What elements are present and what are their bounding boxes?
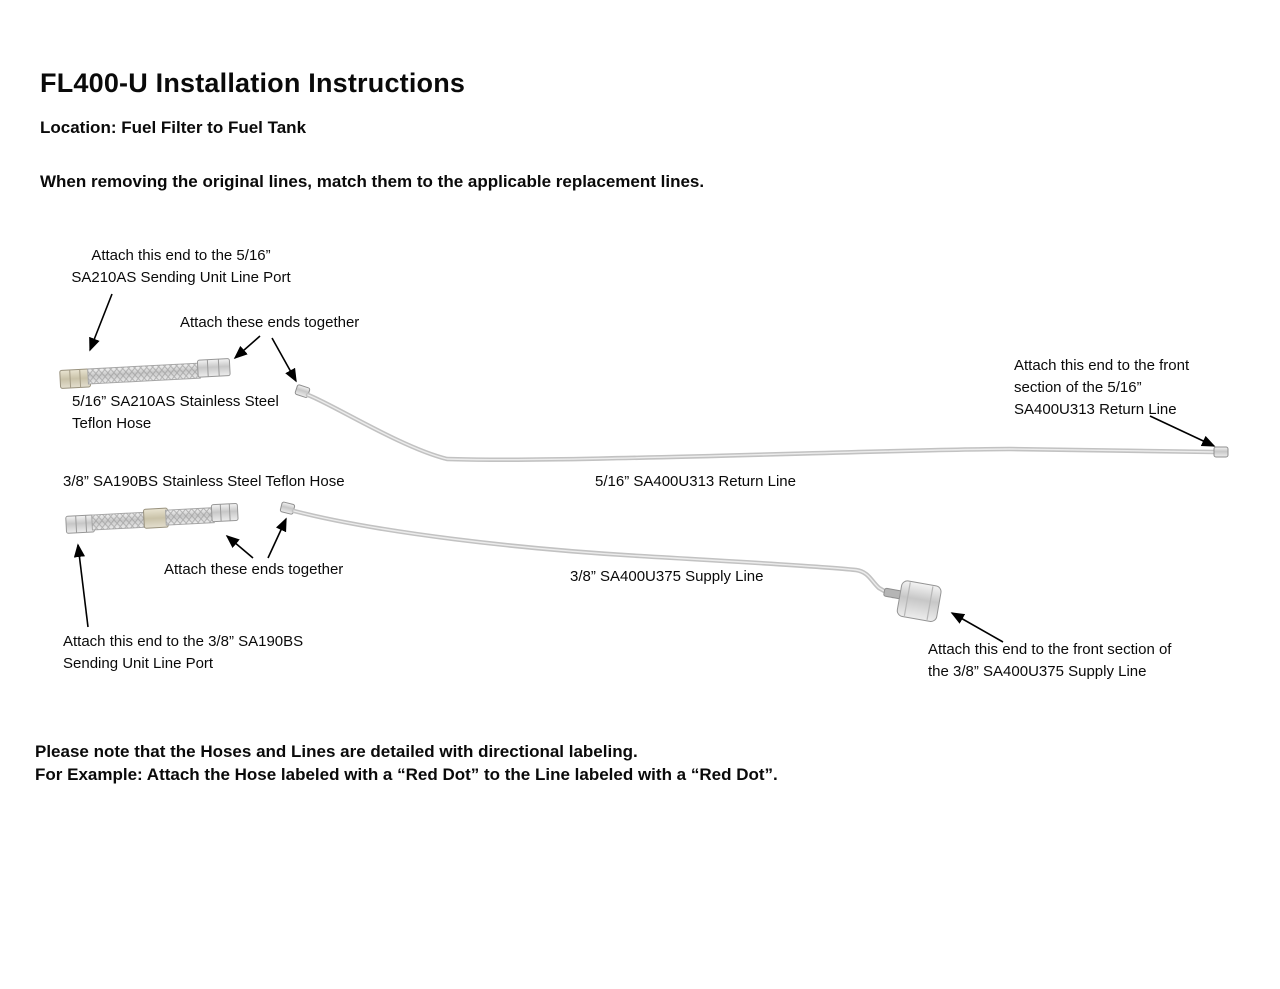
fuel-filter-canister — [896, 580, 942, 622]
return-line-516 — [294, 384, 1229, 462]
annotation-attach-ends-together-bottom: Attach these ends together — [164, 561, 344, 578]
arrow-to-supply-line-start — [267, 517, 287, 559]
hose-38-center-coupling — [143, 507, 169, 529]
location-line: Location: Fuel Filter to Fuel Tank — [40, 118, 307, 137]
page-title: FL400-U Installation Instructions — [40, 68, 466, 98]
hose-38-sa190bs — [65, 503, 239, 534]
annotation-attach-sending-unit-38: Attach this end to the 3/8” SA190BS Send… — [63, 633, 304, 672]
arrow-to-return-line-end — [1149, 415, 1216, 447]
label-supply-line: 3/8” SA400U375 Supply Line — [570, 568, 764, 585]
return-line-end-fitting — [1213, 446, 1229, 458]
arrow-to-hose-38-left-end — [73, 543, 89, 628]
annotation-attach-front-supply: Attach this end to the front section of … — [928, 641, 1172, 680]
hose-516-sa210as — [59, 358, 231, 389]
arrow-to-hose-516-right-end — [233, 335, 261, 360]
instruction-line: When removing the original lines, match … — [40, 172, 705, 191]
arrow-to-fuel-filter — [950, 612, 1004, 643]
annotation-attach-sending-unit-516: Attach this end to the 5/16” SA210AS Sen… — [71, 247, 291, 286]
callout-arrows — [73, 293, 1216, 643]
annotation-attach-front-return: Attach this end to the front section of … — [1014, 357, 1190, 418]
hose-38-right-fitting — [210, 503, 239, 523]
label-return-line: 5/16” SA400U313 Return Line — [595, 473, 796, 490]
hose-38-left-fitting — [65, 514, 95, 534]
label-hose-516: 5/16” SA210AS Stainless Steel Teflon Hos… — [72, 393, 279, 432]
supply-line-38 — [279, 501, 942, 622]
footer-note: Please note that the Hoses and Lines are… — [35, 742, 778, 785]
label-hose-38: 3/8” SA190BS Stainless Steel Teflon Hose — [63, 473, 345, 490]
arrow-to-return-line-start — [271, 337, 297, 383]
fuel-filter — [883, 580, 942, 622]
hose-516-right-fitting — [196, 358, 231, 378]
annotation-attach-ends-together-top: Attach these ends together — [180, 314, 360, 331]
arrow-to-hose-516-left-end — [89, 293, 113, 352]
hose-516-left-fitting — [59, 368, 91, 389]
arrow-to-hose-38-right-end — [225, 534, 254, 559]
